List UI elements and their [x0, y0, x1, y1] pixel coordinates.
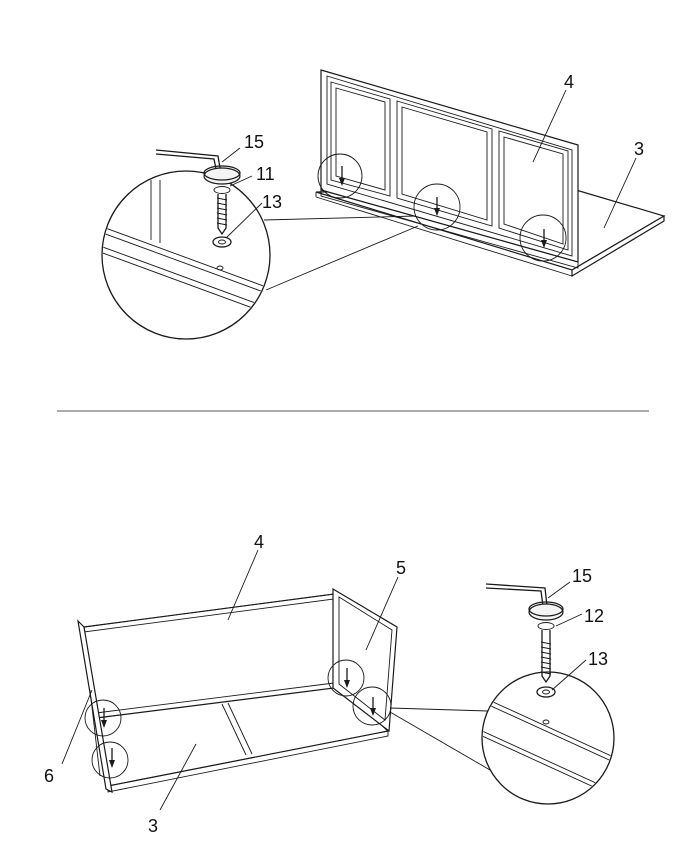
label-screw-2: 12: [584, 606, 604, 626]
washer-icon: [536, 686, 556, 698]
label-washer-2: 13: [588, 649, 608, 669]
label-bottom-panel-2: 3: [148, 816, 158, 836]
screw-icon: [528, 601, 564, 684]
step-2: 15 12 13 4 5 6 3: [44, 532, 615, 836]
label-washer: 13: [262, 192, 282, 212]
label-side-panel-6: 6: [44, 766, 54, 786]
back-panel-4: [320, 69, 579, 269]
label-allen-key-2: 15: [572, 566, 592, 586]
detail-magnifier-1: [101, 170, 419, 340]
zoom-circle-icon: [327, 659, 365, 697]
washer-icon: [212, 236, 232, 248]
label-back-panel-2: 4: [254, 532, 264, 552]
label-bottom-panel: 3: [634, 139, 644, 159]
zoom-circle-icon: [84, 699, 122, 737]
zoom-circle-icon: [519, 214, 567, 262]
label-screw: 11: [256, 164, 275, 184]
allen-key-icon: [485, 583, 548, 607]
detail-magnifier-2: [389, 671, 615, 805]
insert-arrow-icon: [101, 668, 376, 768]
label-side-panel-5: 5: [396, 558, 406, 578]
step-1: 15 11 13 4 3: [101, 69, 666, 340]
label-allen-key: 15: [244, 132, 264, 152]
zoom-circle-icon: [317, 153, 363, 199]
insert-arrow-icon: [339, 166, 547, 248]
zoom-circle-icon: [352, 686, 392, 726]
screw-icon: [203, 165, 241, 236]
zoom-circle-icon: [413, 183, 461, 231]
label-back-panel: 4: [564, 72, 574, 92]
zoom-circle-icon: [91, 741, 129, 779]
